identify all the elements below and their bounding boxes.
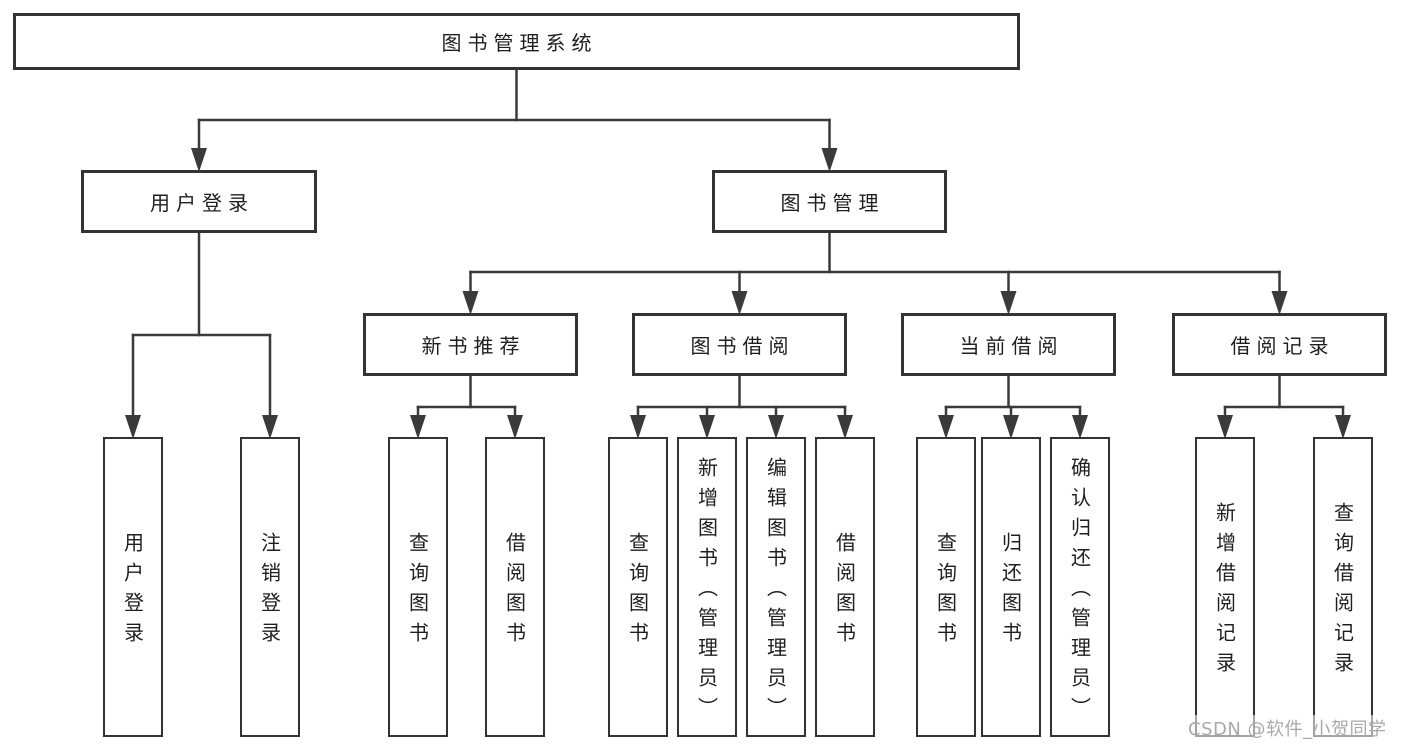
leaf-add-books-admin: 新增图书（管理员） [677,437,737,737]
node-label: 新增图书（管理员） [694,457,719,727]
node-label: 编辑图书（管理员） [763,457,788,727]
node-label: 新增借阅记录 [1212,502,1237,682]
node-book-borrowing: 图书借阅 [632,313,847,376]
leaf-add-borrow-record: 新增借阅记录 [1195,437,1255,737]
leaf-edit-books-admin: 编辑图书（管理员） [746,437,806,737]
node-new-book-recommendation: 新书推荐 [363,313,578,376]
node-label: 图书管理 [780,191,885,215]
node-label: 确认归还（管理员） [1067,457,1092,727]
node-label: 用户登录 [120,532,145,652]
leaf-borrow-books-borrowing: 借阅图书 [815,437,875,737]
node-borrowing-records: 借阅记录 [1172,313,1387,376]
leaf-confirm-return-admin: 确认归还（管理员） [1050,437,1110,737]
node-label: 用户登录 [150,191,254,215]
node-label: 查询借阅记录 [1330,502,1355,682]
watermark: CSDN @软件_小贺同学 [1186,715,1389,741]
node-label: 借阅图书 [832,532,857,652]
node-label: 注销登录 [257,532,282,652]
node-user-login: 用户登录 [81,170,317,233]
leaf-query-books-borrowing: 查询图书 [608,437,668,737]
node-label: 查询图书 [405,532,430,652]
node-label: 查询图书 [933,532,958,652]
leaf-return-books: 归还图书 [981,437,1041,737]
node-library-management-system: 图书管理系统 [13,13,1020,70]
node-label: 图书管理系统 [441,31,598,55]
node-label: 查询图书 [625,532,650,652]
node-label: 新书推荐 [421,334,526,358]
node-label: 借阅记录 [1230,334,1335,358]
node-current-borrowing: 当前借阅 [901,313,1116,376]
leaf-logout: 注销登录 [240,437,300,737]
node-label: 归还图书 [998,532,1023,652]
leaf-borrow-books-newbook: 借阅图书 [485,437,545,737]
node-label: 借阅图书 [502,532,527,652]
leaf-user-login: 用户登录 [103,437,163,737]
node-label: 当前借阅 [959,334,1064,358]
node-label: 图书借阅 [690,334,795,358]
leaf-query-books-current: 查询图书 [916,437,976,737]
leaf-query-borrow-record: 查询借阅记录 [1313,437,1373,737]
node-book-management: 图书管理 [712,170,947,233]
leaf-query-books-newbook: 查询图书 [388,437,448,737]
